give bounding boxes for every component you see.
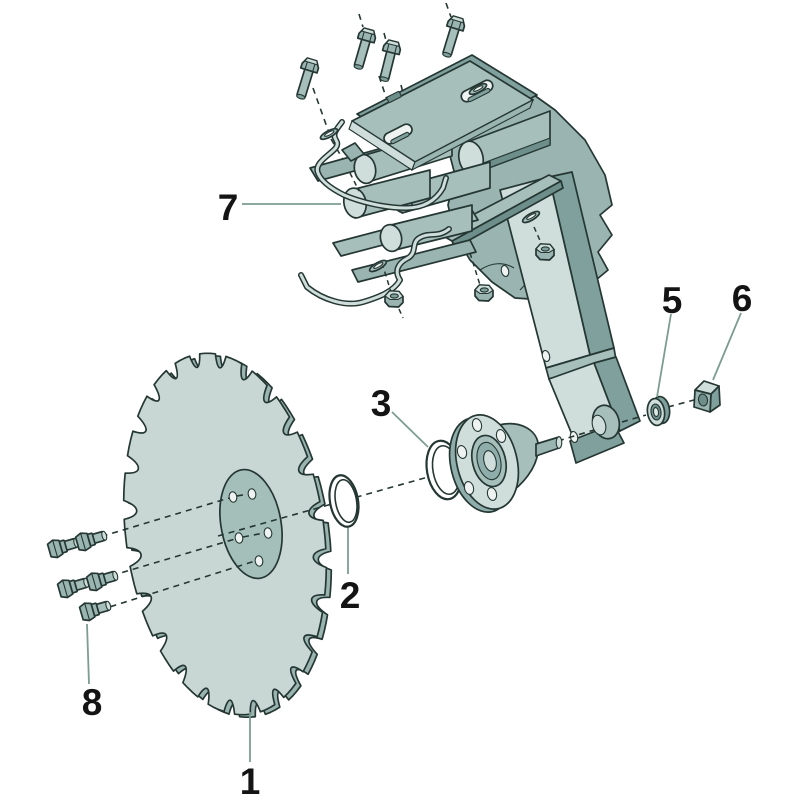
spring-wire-clip — [314, 119, 449, 211]
disc-bolt — [85, 565, 121, 593]
flange-nut — [474, 284, 494, 302]
callout-2[interactable]: 2 — [340, 575, 361, 616]
top-clamp-plate — [341, 54, 538, 172]
carrier-bolt — [348, 26, 379, 73]
leader-line-8 — [86, 623, 90, 685]
hub-assembly — [448, 414, 563, 513]
disc-bolt — [78, 595, 114, 623]
disc-blade — [122, 352, 333, 719]
flange-nut — [535, 243, 555, 261]
arm-hole — [541, 349, 551, 363]
callouts: 1 2 3 5 6 7 8 — [82, 187, 753, 800]
carrier-bolt — [437, 14, 468, 61]
hub-bolt-hole — [463, 481, 475, 495]
disc-bolt — [74, 525, 110, 553]
leader-line-6 — [712, 312, 742, 381]
plate-tab — [341, 142, 365, 162]
lock-washer — [646, 395, 671, 427]
flange-nut — [384, 290, 404, 308]
callout-6[interactable]: 6 — [732, 278, 753, 319]
callout-1[interactable]: 1 — [240, 761, 261, 800]
hub-bolt-hole — [486, 487, 498, 501]
callout-8[interactable]: 8 — [82, 682, 103, 723]
hub-mount-boss — [591, 404, 621, 440]
o-ring-small — [328, 474, 360, 528]
spring-wire-clip — [298, 226, 452, 307]
hub-spindle — [535, 436, 560, 457]
leader-line-5 — [656, 313, 672, 398]
carrier-bolt — [291, 56, 322, 103]
clamp-strip — [351, 239, 477, 283]
callout-7[interactable]: 7 — [218, 187, 239, 228]
support-arm — [499, 171, 641, 464]
clamp-tube — [379, 204, 473, 253]
callout-3[interactable]: 3 — [371, 383, 392, 424]
disc-mounting-bolts — [46, 525, 121, 623]
leader-line-3 — [391, 411, 429, 448]
callout-5[interactable]: 5 — [662, 280, 683, 321]
hex-nut — [693, 380, 721, 413]
hub-bolt-hole — [471, 418, 483, 432]
disc-bolt-holes — [228, 488, 273, 567]
nut-axis-lines — [349, 172, 543, 319]
hub-bolt-hole — [456, 445, 468, 459]
leader-lines — [86, 203, 742, 762]
hub-bolt-hole — [495, 429, 507, 443]
arm-hole — [500, 264, 510, 278]
